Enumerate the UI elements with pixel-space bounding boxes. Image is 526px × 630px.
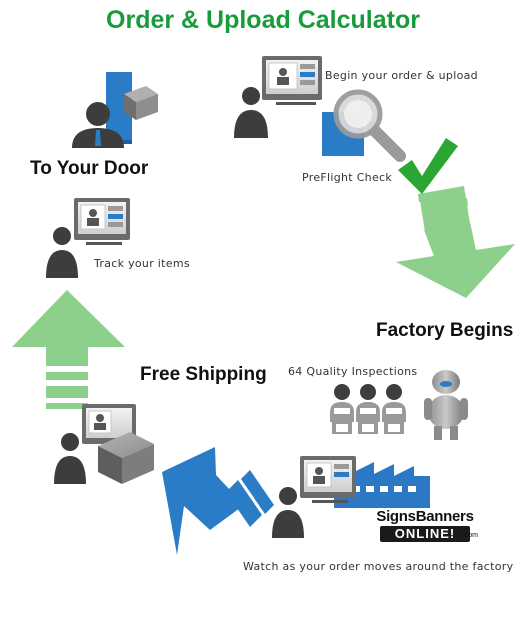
person-icon — [72, 102, 124, 148]
logo-suffix: .com — [462, 532, 478, 539]
logo-line2: ONLINE! — [380, 526, 470, 542]
logo-line1: SignsBanners — [372, 508, 478, 526]
heading-to-your-door: To Your Door — [30, 158, 149, 179]
inspector-icon — [330, 384, 406, 434]
green-arrow-up — [12, 290, 125, 409]
caption-preflight: PreFlight Check — [302, 171, 393, 184]
page-title: Order & Upload Calculator — [106, 6, 420, 34]
heading-free-shipping: Free Shipping — [140, 364, 267, 385]
box-icon — [124, 86, 158, 120]
user-at-computer-icon — [234, 56, 322, 138]
caption-watch-order: Watch as your order moves around the fac… — [243, 560, 514, 573]
user-at-computer-icon — [272, 456, 356, 538]
heading-factory-begins: Factory Begins — [376, 320, 514, 341]
blue-arrow — [162, 447, 274, 555]
user-at-computer-icon — [54, 404, 136, 484]
magnifier-icon — [322, 89, 406, 162]
check-icon — [398, 138, 458, 194]
caption-begin-order: Begin your order & upload — [325, 69, 478, 82]
user-at-computer-icon — [46, 198, 130, 278]
company-logo: SignsBanners ONLINE! .com — [372, 508, 478, 544]
caption-track-items: Track your items — [94, 257, 190, 270]
green-arrow-down — [396, 186, 515, 298]
box-icon — [98, 432, 154, 484]
caption-inspections: 64 Quality Inspections — [288, 365, 418, 378]
robot-icon — [424, 370, 468, 440]
